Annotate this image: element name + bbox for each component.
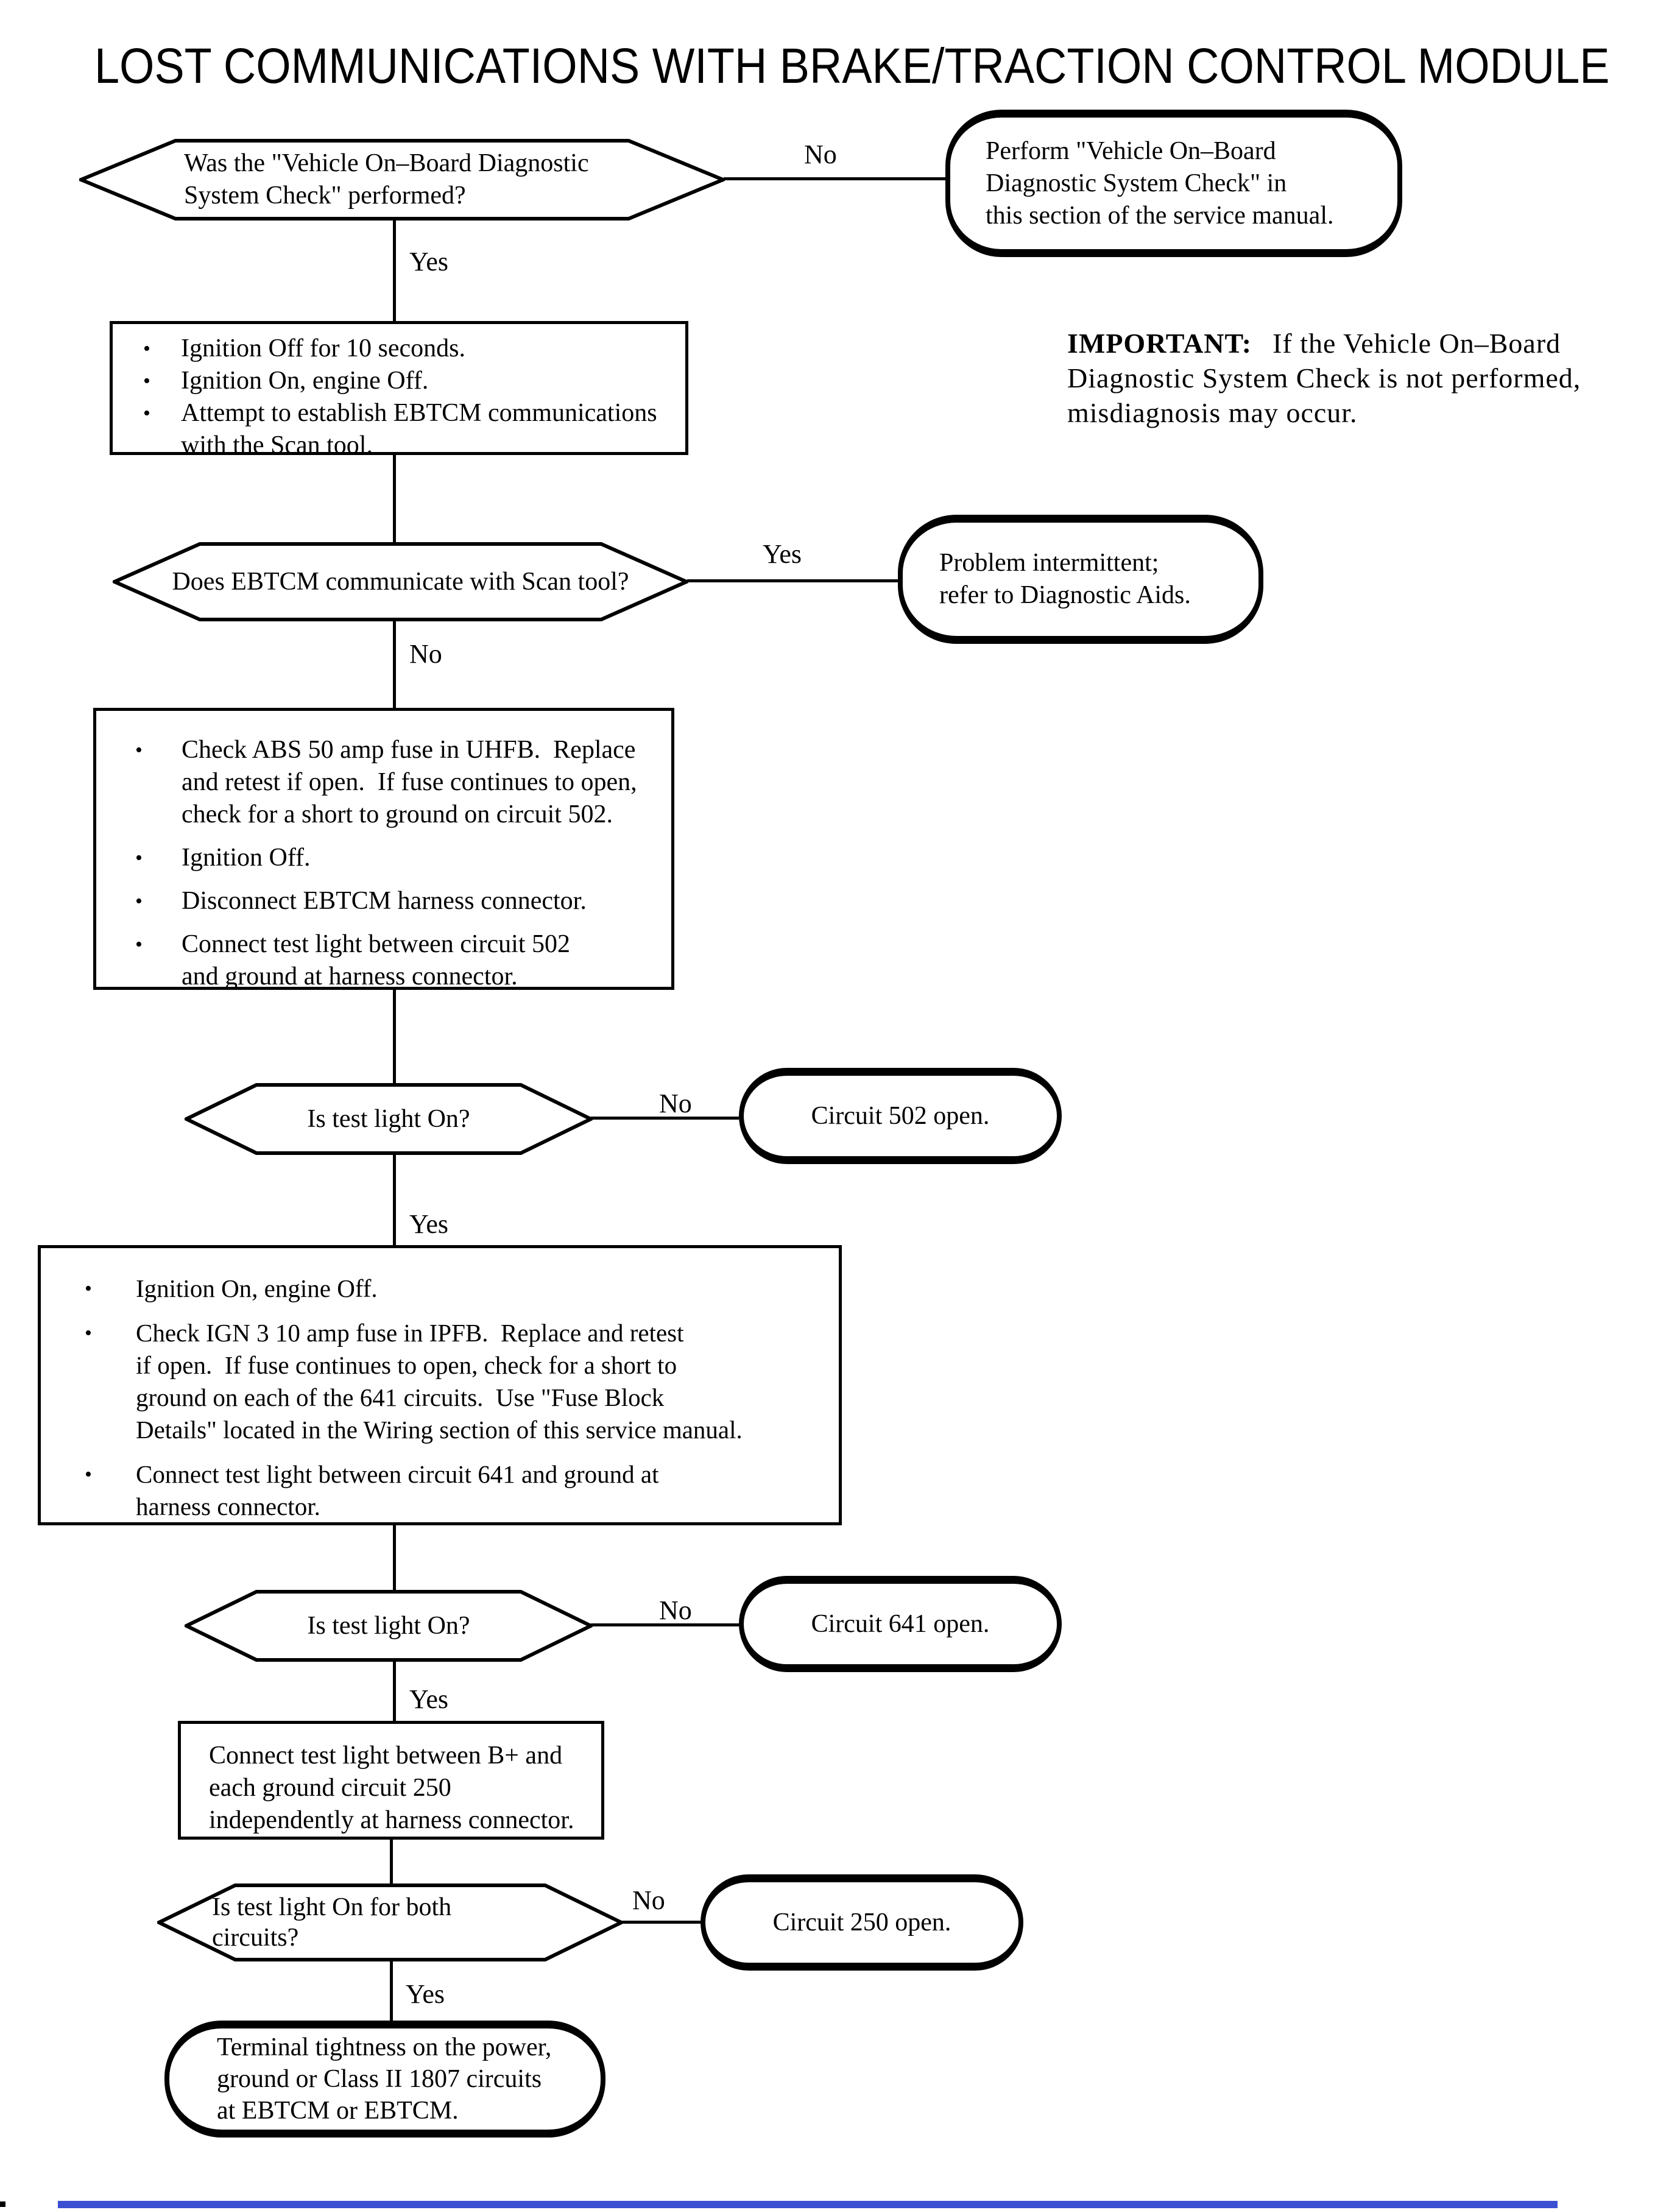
connector-yes-4 xyxy=(393,1662,396,1721)
terminator-text: Circuit 502 open. xyxy=(811,1101,990,1130)
connector-no-3 xyxy=(591,1117,739,1120)
terminator-circuit-502-open: Circuit 502 open. xyxy=(739,1068,1062,1164)
connector-no-4 xyxy=(591,1623,739,1626)
terminator-text: Terminal tightness on the power, xyxy=(217,2033,552,2061)
decision-ebtcm-communicates: Does EBTCM communicate with Scan tool? xyxy=(113,542,688,621)
label-yes: Yes xyxy=(409,1684,449,1714)
process-line: Connect test light between circuit 502 xyxy=(182,930,570,958)
bullet-icon: • xyxy=(135,890,143,913)
terminator-circuit-250-open: Circuit 250 open. xyxy=(701,1874,1023,1971)
process-line: each ground circuit 250 xyxy=(209,1774,451,1802)
process-line: Connect test light between circuit 641 a… xyxy=(136,1460,659,1488)
process-line: ground on each of the 641 circuits. Use … xyxy=(136,1383,665,1411)
process-line: Ignition Off. xyxy=(182,844,311,872)
process-line: if open. If fuse continues to open, chec… xyxy=(136,1351,677,1379)
decision-text: circuits? xyxy=(212,1924,299,1952)
label-yes: Yes xyxy=(409,1209,449,1239)
terminator-text: this section of the service manual. xyxy=(986,201,1334,230)
terminator-circuit-641-open: Circuit 641 open. xyxy=(739,1576,1062,1672)
bullet-icon: • xyxy=(143,337,150,360)
terminator-text: Circuit 641 open. xyxy=(811,1609,990,1638)
process-line: Connect test light between B+ and xyxy=(209,1742,563,1770)
decision-text: Is test light On for both xyxy=(212,1893,452,1921)
decision-test-light-1: Is test light On? xyxy=(185,1083,593,1155)
terminator-text: refer to Diagnostic Aids. xyxy=(939,581,1191,609)
label-no: No xyxy=(409,639,442,669)
terminator-text: at EBTCM or EBTCM. xyxy=(217,2097,459,2125)
decision-text: Was the "Vehicle On–Board Diagnostic xyxy=(184,149,589,177)
note-important-label: IMPORTANT: xyxy=(1067,328,1252,359)
decision-test-light-2: Is test light On? xyxy=(185,1590,593,1662)
bullet-icon: • xyxy=(85,1277,92,1300)
process-line: Disconnect EBTCM harness connector. xyxy=(182,887,587,915)
hexagon-shape xyxy=(79,139,725,221)
process-line: Ignition On, engine Off. xyxy=(181,367,429,395)
process-line: independently at harness connector. xyxy=(209,1806,574,1834)
connector xyxy=(393,455,396,542)
process-line: Ignition On, engine Off. xyxy=(136,1274,378,1302)
decision-text: Is test light On? xyxy=(307,1611,470,1640)
note-important: IMPORTANT:If the Vehicle On–Board Diagno… xyxy=(1067,326,1676,430)
process-line: Check IGN 3 10 amp fuse in IPFB. Replace… xyxy=(136,1319,684,1347)
connector xyxy=(393,990,396,1083)
connector-no-2 xyxy=(393,621,396,708)
connector-no-1 xyxy=(724,177,947,180)
connector xyxy=(393,1525,396,1590)
terminator-terminal-tightness: Terminal tightness on the power, ground … xyxy=(164,2021,605,2138)
label-yes: Yes xyxy=(763,539,802,569)
decision-text: System Check" performed? xyxy=(184,182,466,210)
process-line: Details" located in the Wiring section o… xyxy=(136,1416,743,1444)
process-line: Check ABS 50 amp fuse in UHFB. Replace xyxy=(182,736,636,764)
label-no: No xyxy=(659,1595,692,1625)
process-line: and retest if open. If fuse continues to… xyxy=(182,768,637,796)
bullet-icon: • xyxy=(135,847,143,869)
process-reset-ignition: • Ignition Off for 10 seconds. • Ignitio… xyxy=(110,321,688,459)
process-line: with the Scan tool. xyxy=(181,431,373,459)
label-no: No xyxy=(804,139,837,169)
process-check-ign3-fuse: • Ignition On, engine Off. • Check IGN 3… xyxy=(38,1245,842,1525)
decision-text: Does EBTCM communicate with Scan tool? xyxy=(172,567,629,596)
terminator-perform-system-check: Perform "Vehicle On–Board Diagnostic Sys… xyxy=(945,110,1402,257)
decision-text: Is test light On? xyxy=(307,1104,470,1133)
connector-yes-5 xyxy=(390,1961,393,2021)
connector-no-5 xyxy=(621,1921,701,1924)
bullet-icon: • xyxy=(135,933,143,956)
label-no: No xyxy=(632,1885,665,1915)
connector-yes-1 xyxy=(393,221,396,321)
label-yes: Yes xyxy=(406,1979,445,2009)
terminator-text: Problem intermittent; xyxy=(939,549,1159,577)
page-title: LOST COMMUNICATIONS WITH BRAKE/TRACTION … xyxy=(94,38,1610,94)
terminator-problem-intermittent: Problem intermittent; refer to Diagnosti… xyxy=(898,515,1263,644)
connector xyxy=(390,1840,393,1883)
label-no: No xyxy=(659,1089,692,1118)
process-line: and ground at harness connector. xyxy=(182,962,518,990)
connector-yes-3 xyxy=(393,1155,396,1245)
hexagon-shape xyxy=(113,542,688,621)
connector-yes-2 xyxy=(687,579,898,582)
bullet-icon: • xyxy=(85,1463,92,1486)
process-connect-test-light-250: Connect test light between B+ and each g… xyxy=(178,1721,604,1840)
bullet-icon: • xyxy=(135,739,143,761)
note-important-text: If the Vehicle On–Board Diagnostic Syste… xyxy=(1067,328,1581,428)
footer-accent-bar xyxy=(58,2201,1558,2208)
terminator-text: Diagnostic System Check" in xyxy=(986,169,1287,197)
process-line: check for a short to ground on circuit 5… xyxy=(182,800,613,828)
terminator-text: Circuit 250 open. xyxy=(772,1908,951,1936)
terminator-text: ground or Class II 1807 circuits xyxy=(217,2065,542,2093)
terminator-text: Perform "Vehicle On–Board xyxy=(986,136,1276,165)
process-line: Attempt to establish EBTCM communication… xyxy=(181,399,657,427)
bullet-icon: • xyxy=(143,370,150,392)
bullet-icon: • xyxy=(85,1322,92,1344)
decision-test-light-both-circuits: Is test light On for both circuits? xyxy=(157,1883,623,1961)
scan-artifact xyxy=(0,2201,5,2207)
decision-vehicle-obd-check: Was the "Vehicle On–Board Diagnostic Sys… xyxy=(79,139,725,221)
label-yes: Yes xyxy=(409,247,449,277)
bullet-icon: • xyxy=(143,402,150,425)
process-line: harness connector. xyxy=(136,1492,320,1520)
process-check-abs-fuse: • Check ABS 50 amp fuse in UHFB. Replace… xyxy=(93,708,674,990)
process-line: Ignition Off for 10 seconds. xyxy=(181,334,465,362)
